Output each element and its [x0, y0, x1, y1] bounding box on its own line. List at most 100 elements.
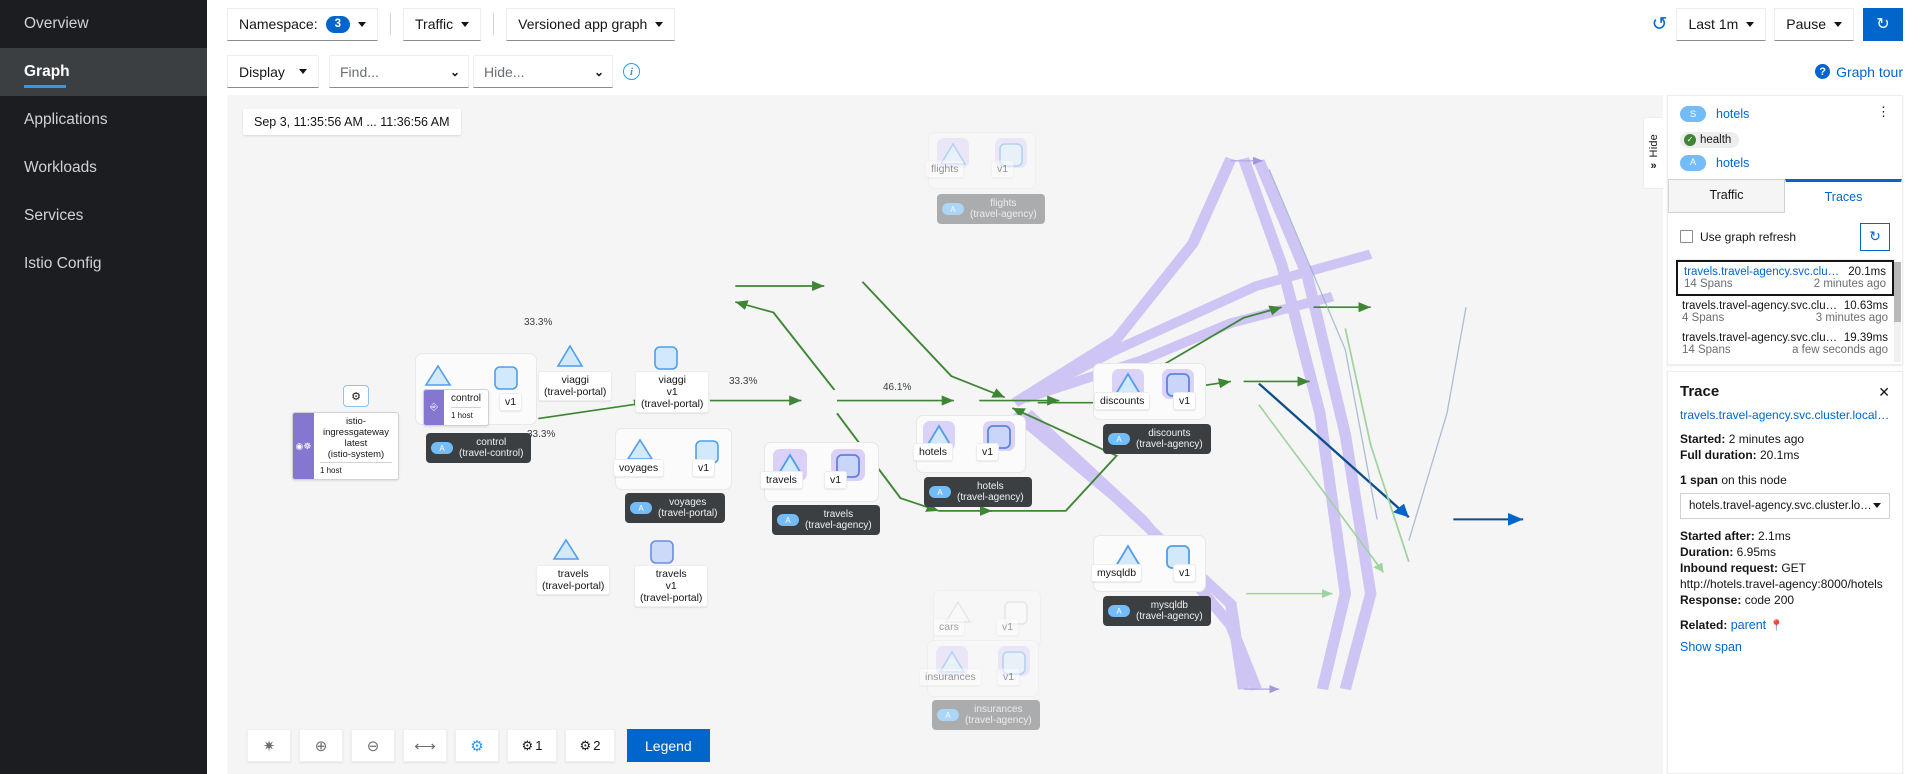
- hide-side-panel-tab[interactable]: Hide »: [1643, 117, 1663, 189]
- span-duration-label: Duration:: [1680, 545, 1733, 559]
- tab-traces[interactable]: Traces: [1785, 179, 1902, 213]
- service-graph-canvas[interactable]: Sep 3, 11:35:56 AM ... 11:36:56 AM: [227, 95, 1663, 774]
- node-version: latest: [320, 438, 392, 449]
- span-count-suffix: on this node: [1721, 473, 1786, 487]
- traces-refresh-row: Use graph refresh ↻: [1668, 213, 1902, 259]
- badge-voyages[interactable]: A voyages(travel-portal): [625, 493, 725, 523]
- chevron-down-icon: [299, 69, 307, 74]
- graph-type-selector[interactable]: Versioned app graph: [506, 8, 675, 41]
- tab-traffic[interactable]: Traffic: [1668, 179, 1785, 212]
- graph-tour-link[interactable]: ? Graph tour: [1815, 64, 1903, 80]
- close-icon[interactable]: ✕: [1878, 384, 1890, 401]
- node-control-service[interactable]: ⎆ control 1 host: [423, 389, 489, 426]
- sidebar-item-label: Istio Config: [24, 255, 102, 273]
- node-label-travels-agency-v1: v1: [824, 471, 847, 489]
- fit-to-screen-button[interactable]: ⟷: [403, 729, 447, 762]
- trace-full-duration: Full duration: 20.1ms: [1680, 447, 1890, 463]
- refresh-button[interactable]: ↻: [1863, 8, 1903, 41]
- trace-sub-line: 4 Spans 3 minutes ago: [1682, 312, 1888, 324]
- sidebar-item-applications[interactable]: Applications: [0, 96, 207, 144]
- node-label-insurances: insurances: [919, 668, 982, 686]
- trace-list[interactable]: travels.travel-agency.svc.clus… 20.1ms 1…: [1668, 260, 1902, 364]
- trace-list-item[interactable]: travels.travel-agency.svc.cluste… 10.63m…: [1676, 296, 1894, 328]
- hide-label: Hide: [1648, 134, 1660, 157]
- toolbar-divider: [390, 13, 391, 35]
- use-graph-refresh-label: Use graph refresh: [1700, 230, 1796, 244]
- node-label-hotels-v1: v1: [976, 443, 999, 461]
- badge-text: discounts(travel-agency): [1136, 428, 1203, 450]
- history-icon[interactable]: ↺: [1652, 15, 1668, 34]
- trace-list-scrollbar[interactable]: [1894, 262, 1901, 362]
- node-label-voyages-v1: v1: [692, 459, 715, 477]
- zoom-in-button[interactable]: ⊕: [299, 729, 343, 762]
- node-label-viaggi-v1: viaggiv1(travel-portal): [635, 371, 709, 413]
- zoom-out-button[interactable]: ⊖: [351, 729, 395, 762]
- app-badge: A: [431, 442, 453, 454]
- chevron-down-icon: [358, 22, 366, 27]
- display-menu-button[interactable]: Display: [227, 55, 319, 88]
- trace-main-line: travels.travel-agency.svc.clus… 20.1ms: [1684, 266, 1886, 278]
- legend-button[interactable]: Legend: [627, 729, 710, 762]
- sidebar-item-overview[interactable]: Overview: [0, 0, 207, 48]
- layout-default-button[interactable]: ⚙: [455, 729, 499, 762]
- badge-discounts[interactable]: A discounts(travel-agency): [1103, 424, 1211, 454]
- chevron-double-right-icon: »: [1650, 160, 1656, 172]
- layout-1-button[interactable]: ⚙1: [507, 729, 557, 762]
- trace-detail-link[interactable]: travels.travel-agency.svc.cluster.local:…: [1680, 408, 1890, 422]
- app-badge: A: [929, 486, 951, 498]
- node-istio-ingressgateway[interactable]: ◉☸ istio-ingressgateway latest (istio-sy…: [292, 412, 399, 480]
- gateway-icon[interactable]: ⚙: [343, 385, 369, 407]
- trace-spans: 4 Spans: [1682, 312, 1724, 324]
- time-range-selector[interactable]: Last 1m: [1676, 8, 1766, 41]
- hide-input[interactable]: Hide... ⌄: [473, 55, 613, 88]
- span-related-parent-link[interactable]: parent: [1731, 618, 1766, 632]
- badge-flights[interactable]: A flights(travel-agency): [937, 194, 1045, 224]
- node-label-cars-v1: v1: [996, 618, 1019, 636]
- service-link[interactable]: hotels: [1716, 107, 1749, 121]
- layout-2-button[interactable]: ⚙2: [565, 729, 615, 762]
- show-span-link[interactable]: Show span: [1680, 640, 1890, 654]
- traffic-selector[interactable]: Traffic: [403, 8, 481, 41]
- trace-sub-line: 14 Spans a few seconds ago: [1682, 344, 1888, 356]
- span-started-after-label: Started after:: [1680, 529, 1755, 543]
- sidebar-item-graph[interactable]: Graph: [0, 48, 207, 96]
- sidebar-item-services[interactable]: Services: [0, 192, 207, 240]
- info-icon[interactable]: i: [623, 63, 640, 80]
- refresh-mode-label: Pause: [1786, 16, 1826, 32]
- trace-list-item[interactable]: travels.travel-agency.svc.clus… 20.1ms 1…: [1676, 260, 1894, 296]
- node-namespace: (istio-system): [320, 449, 392, 460]
- span-duration: Duration: 6.95ms: [1680, 544, 1890, 560]
- trace-started: Started: 2 minutes ago: [1680, 431, 1890, 447]
- badge-mysqldb[interactable]: A mysqldb(travel-agency): [1103, 596, 1211, 626]
- traces-refresh-button[interactable]: ↻: [1860, 223, 1890, 251]
- kebab-menu-icon[interactable]: ⋮: [1877, 107, 1890, 116]
- badge-control[interactable]: A control(travel-control): [426, 433, 531, 463]
- trace-list-item[interactable]: travels.travel-agency.svc.cluste… 19.39m…: [1676, 328, 1894, 360]
- health-badge: ✓ health: [1680, 132, 1739, 148]
- refresh-mode-selector[interactable]: Pause: [1774, 8, 1854, 41]
- span-started-after: Started after: 2.1ms: [1680, 528, 1890, 544]
- graph-type-label: Versioned app graph: [518, 16, 647, 32]
- reset-view-button[interactable]: ✷: [247, 729, 291, 762]
- scrollbar-thumb[interactable]: [1894, 262, 1901, 322]
- span-related: Related: parent 📍: [1680, 617, 1890, 634]
- trace-duration: 19.39ms: [1844, 332, 1888, 344]
- badge-hotels[interactable]: A hotels(travel-agency): [924, 477, 1032, 507]
- find-input[interactable]: Find... ⌄: [329, 55, 469, 88]
- service-row: S hotels: [1680, 106, 1890, 122]
- badge-travels-agency[interactable]: A travels(travel-agency): [772, 505, 880, 535]
- app-link[interactable]: hotels: [1716, 156, 1749, 170]
- span-selector[interactable]: hotels.travel-agency.svc.cluster.local:8…: [1680, 493, 1890, 519]
- trace-name: travels.travel-agency.svc.cluste…: [1682, 332, 1838, 344]
- badge-text: flights(travel-agency): [970, 198, 1037, 220]
- namespace-selector[interactable]: Namespace: 3: [227, 8, 378, 41]
- trace-detail-title: Trace: [1680, 383, 1890, 400]
- sidebar-item-workloads[interactable]: Workloads: [0, 144, 207, 192]
- chevron-down-icon: [461, 22, 469, 27]
- chevron-down-icon: [1873, 503, 1881, 508]
- badge-insurances[interactable]: A insurances(travel-agency): [932, 700, 1040, 730]
- sidebar-item-istio-config[interactable]: Istio Config: [0, 240, 207, 288]
- edge-label-pct: 33.3%: [729, 376, 757, 387]
- use-graph-refresh-checkbox[interactable]: Use graph refresh: [1680, 230, 1796, 244]
